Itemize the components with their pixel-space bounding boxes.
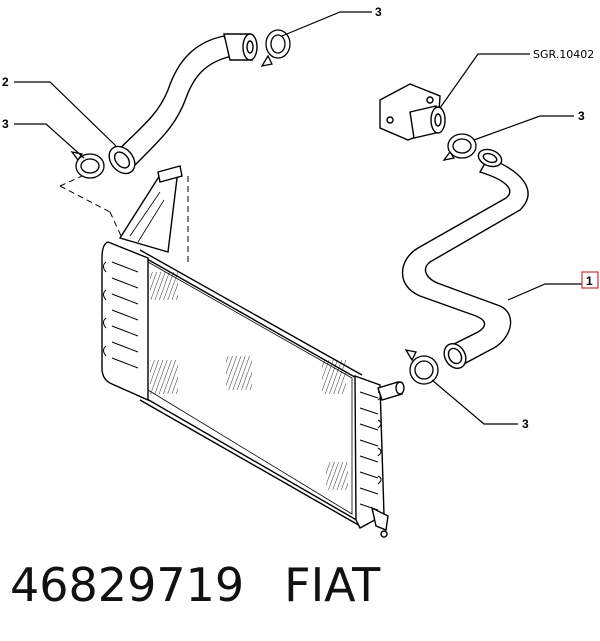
highlight-box xyxy=(581,271,599,289)
clamp-bottom xyxy=(404,349,439,385)
callout-top-clamp: 3 xyxy=(375,5,382,19)
callout-left-clamp: 3 xyxy=(2,117,9,131)
callout-ref-code: SGR.10402 xyxy=(533,48,594,61)
callout-upper-hose: 2 xyxy=(2,75,9,89)
clamp-left xyxy=(70,151,105,179)
dashed-guides xyxy=(59,167,189,262)
parts-diagram: 3 2 3 SGR.10402 3 1 3 xyxy=(2,5,599,538)
clamp-right xyxy=(442,133,477,161)
thermostat-housing xyxy=(379,83,446,141)
brand-name: FIAT xyxy=(284,558,381,612)
callout-bottom-clamp: 3 xyxy=(522,417,529,431)
part-number: 46829719 xyxy=(10,558,245,612)
radiator-left-tank xyxy=(101,241,149,402)
filler-neck xyxy=(118,169,179,253)
part-number-caption: 46829719 FIAT xyxy=(10,558,380,612)
clamp-top xyxy=(260,29,291,67)
lower-hose xyxy=(402,148,529,370)
callout-lower-hose: 1 xyxy=(586,274,593,288)
leader-lines xyxy=(14,11,582,425)
callout-right-clamp: 3 xyxy=(578,109,585,123)
radiator xyxy=(101,165,405,538)
upper-hose xyxy=(108,33,258,175)
